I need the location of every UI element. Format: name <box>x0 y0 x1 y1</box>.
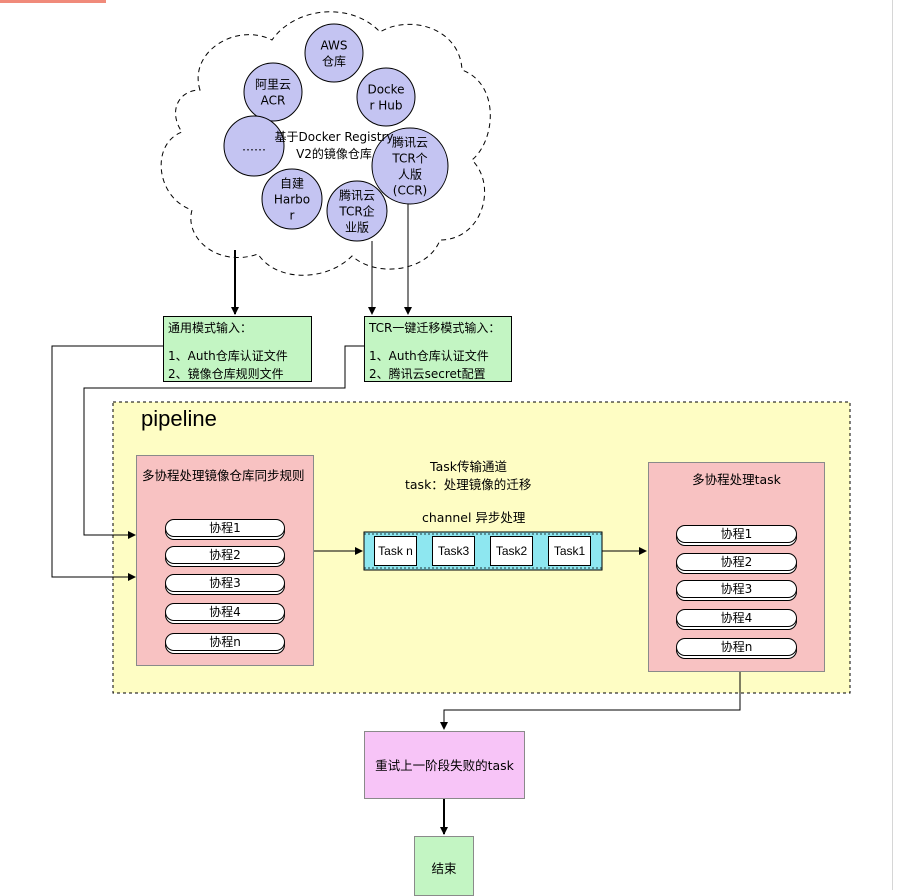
sync-rules-worker-box: 多协程处理镜像仓库同步规则 协程1 协程2 协程3 协程4 协程n <box>136 455 314 666</box>
right-coroutine-2: 协程2 <box>676 553 797 571</box>
registry-aws-label-line1: AWS <box>320 39 347 53</box>
registry-harbor-label-line3: r <box>290 209 295 223</box>
registry-tencent-enterprise-label-line1: 腾讯云 <box>339 188 375 203</box>
right-border-line <box>892 0 893 890</box>
registry-more-circle <box>223 115 285 177</box>
registry-tencent-enterprise-label-line3: 业版 <box>345 221 369 235</box>
registry-tencent-ccr-circle <box>371 127 449 205</box>
registry-tencent-ccr-label-line3: 人版 <box>398 168 422 182</box>
left-coroutine-4: 协程4 <box>165 603 285 621</box>
tcr-mode-input-box: TCR一键迁移模式输入： 1、Auth仓库认证文件 2、腾讯云secret配置 <box>364 316 512 382</box>
end-box: 结束 <box>414 836 474 896</box>
sync-rules-worker-title: 多协程处理镜像仓库同步规则 <box>142 468 305 483</box>
task-worker-box: 多协程处理task 协程1 协程2 协程3 协程4 协程n <box>648 462 825 672</box>
right-coroutine-1: 协程1 <box>676 525 797 543</box>
task-worker-title: 多协程处理task <box>692 472 781 487</box>
right-coroutine-4: 协程4 <box>676 609 797 627</box>
right-coroutine-3: 协程3 <box>676 580 797 598</box>
registry-aws-circle <box>304 23 364 83</box>
general-mode-line1: 1、Auth仓库认证文件 <box>168 349 288 363</box>
left-coroutine-2: 协程2 <box>165 546 285 564</box>
registry-dockerhub-label-line1: Docke <box>367 83 404 97</box>
registry-harbor-label-line2: Harbo <box>274 193 310 207</box>
channel-name: channel 异步处理 <box>422 510 526 525</box>
arrow-general-to-left-box <box>51 345 163 581</box>
right-coroutine-5: 协程n <box>676 638 797 656</box>
channel-task-3: Task3 <box>432 536 475 566</box>
pipeline-title: pipeline <box>141 406 217 431</box>
channel-task-2: Task2 <box>490 536 533 566</box>
registry-aliyun-label-line1: 阿里云 <box>255 78 291 92</box>
registry-more-label-line1: …… <box>242 140 266 154</box>
registry-dockerhub-circle <box>356 67 416 127</box>
left-coroutine-3: 协程3 <box>165 574 285 592</box>
arrow-right-box-to-retry <box>440 672 741 730</box>
tcr-mode-title: TCR一键迁移模式输入： <box>369 321 501 335</box>
left-coroutine-5: 协程n <box>165 633 285 651</box>
registry-tencent-ccr-label-line1: 腾讯云 <box>392 135 428 150</box>
general-mode-input-box: 通用模式输入： 1、Auth仓库认证文件 2、镜像仓库规则文件 <box>163 316 312 382</box>
tcr-mode-line2: 2、腾讯云secret配置 <box>369 367 486 381</box>
channel-task-n: Task n <box>374 536 417 566</box>
general-mode-line2: 2、镜像仓库规则文件 <box>168 367 284 381</box>
channel-title: Task传输通道 <box>430 459 507 474</box>
registry-tencent-enterprise-circle <box>326 180 388 242</box>
cloud-center-label-line1: 基于Docker Registry <box>275 130 394 144</box>
cloud-center-label-line2: V2的镜像仓库 <box>296 146 372 161</box>
general-mode-title: 通用模式输入： <box>168 321 253 335</box>
tcr-mode-line1: 1、Auth仓库认证文件 <box>369 349 489 363</box>
channel-subtitle: task：处理镜像的迁移 <box>405 477 532 492</box>
registry-harbor-label-line1: 自建 <box>280 177 304 191</box>
retry-failed-tasks-label: 重试上一阶段失败的task <box>375 758 514 773</box>
registry-harbor-circle <box>261 168 323 230</box>
registry-dockerhub-label-line2: r Hub <box>370 99 403 113</box>
registry-tencent-ccr-label-line2: TCR个 <box>391 152 427 166</box>
left-coroutine-1: 协程1 <box>165 519 285 537</box>
end-label: 结束 <box>431 861 457 876</box>
registry-aliyun-label-line2: ACR <box>261 94 286 108</box>
registry-aliyun-circle <box>243 62 303 122</box>
retry-failed-tasks-box: 重试上一阶段失败的task <box>364 731 525 799</box>
registry-aws-label-line2: 仓库 <box>322 54 346 69</box>
registry-tencent-ccr-label-line4: (CCR) <box>393 184 427 198</box>
channel-task-1: Task1 <box>548 536 591 566</box>
arrow-tcr-to-left-box <box>83 345 364 539</box>
top-accent-line <box>0 0 106 3</box>
registry-tencent-enterprise-label-line2: TCR企 <box>338 204 374 219</box>
